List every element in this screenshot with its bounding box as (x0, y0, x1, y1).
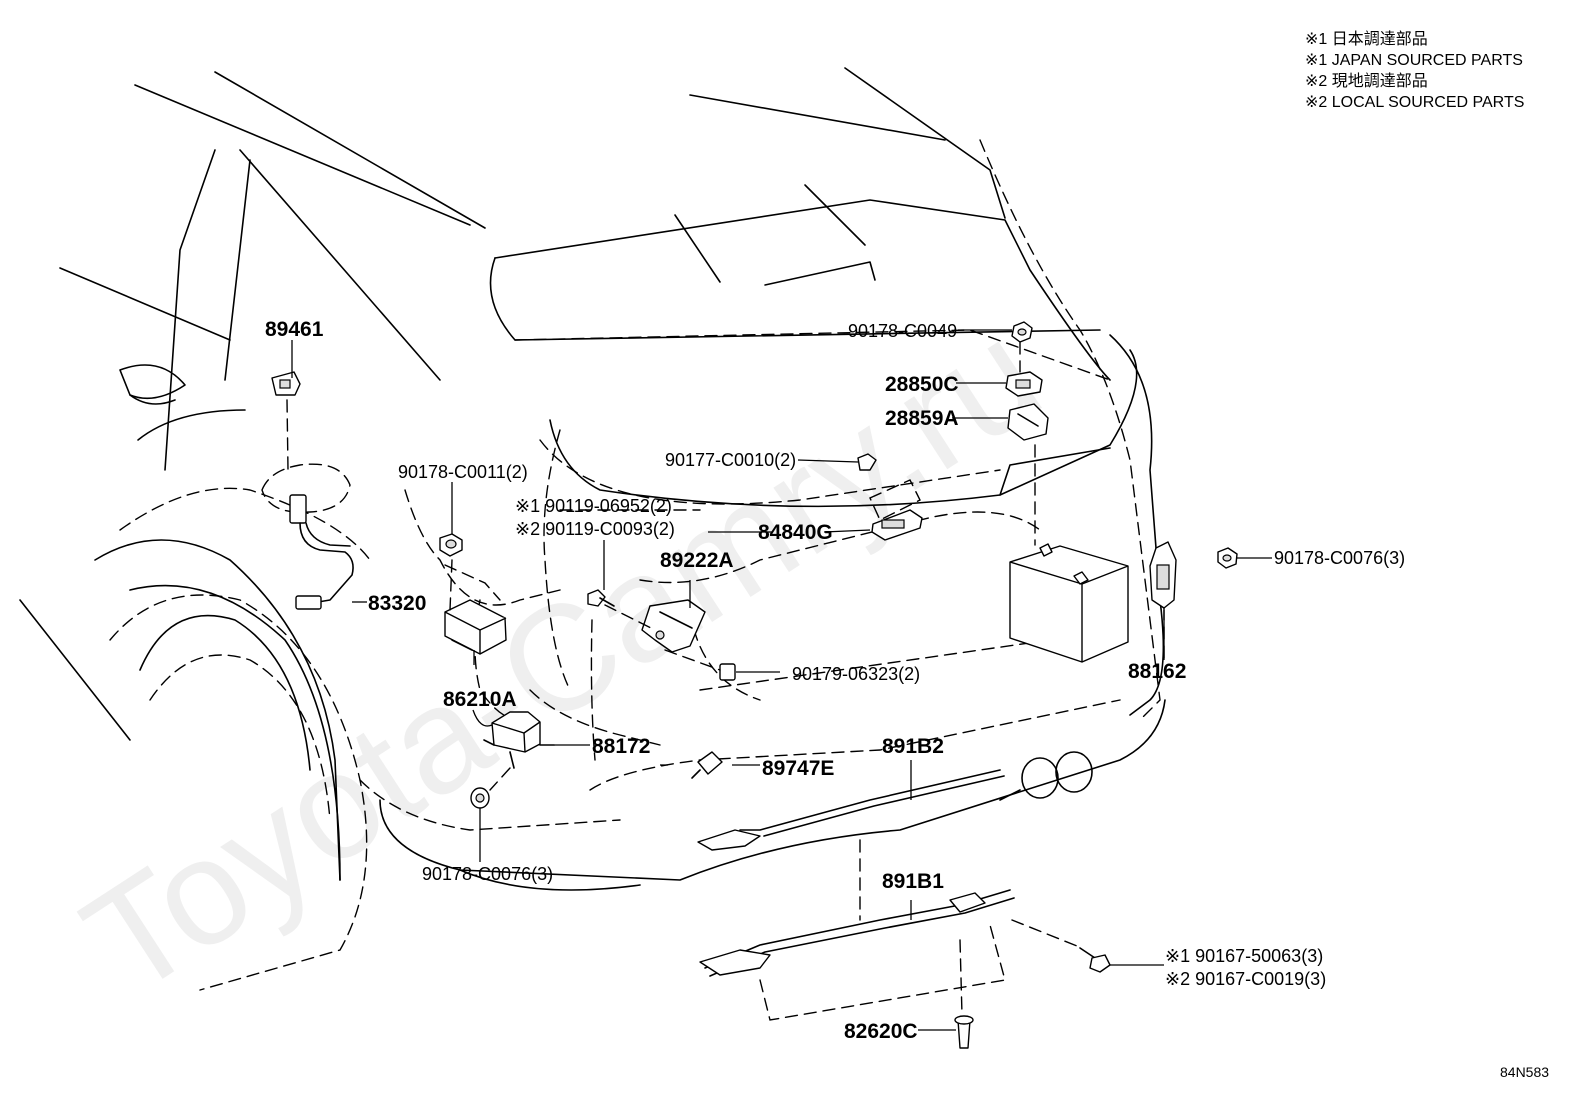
callout-90179-06323: 90179-06323(2) (792, 664, 920, 684)
callout-86210A: 86210A (443, 688, 517, 711)
callout-84840G: 84840G (758, 521, 833, 544)
callout-28850C: 28850C (885, 373, 959, 396)
part-86210A-module (444, 564, 507, 655)
callout-88172: 88172 (592, 735, 650, 758)
callout-89461: 89461 (265, 318, 324, 341)
part-90179-06323-nut (719, 663, 736, 681)
callout-90119-06952: ※1 90119-06952(2) (515, 496, 672, 516)
watermark: Toyota-Camry.ru (56, 288, 1068, 1027)
part-89747E-sensor (691, 751, 723, 779)
part-891B2-harness (697, 769, 1005, 851)
part-28859A-cover (1007, 403, 1049, 441)
callout-90167-C0019: ※2 90167-C0019(3) (1165, 969, 1326, 989)
part-90119-bolt (587, 589, 615, 607)
callout-88162: 88162 (1128, 660, 1186, 683)
legend-line-3: ※2 現地調達部品 (1305, 72, 1428, 90)
drawing-code: 84N583 (1500, 1064, 1549, 1080)
callout-90178-C0076-right: 90178-C0076(3) (1274, 548, 1405, 568)
part-84840G-switch (869, 479, 923, 541)
callout-891B1: 891B1 (882, 870, 944, 893)
part-89461-sensor (271, 371, 301, 471)
battery (1009, 444, 1129, 663)
callout-891B2: 891B2 (882, 735, 944, 758)
legend-line-4: ※2 LOCAL SOURCED PARTS (1305, 94, 1524, 111)
part-90177-C0010-nut (857, 453, 877, 471)
part-89222A-bracket (641, 599, 706, 653)
part-90167-bolt (1079, 947, 1111, 973)
callout-90119-C0093: ※2 90119-C0093(2) (515, 519, 675, 539)
callout-89747E: 89747E (762, 757, 834, 780)
part-82620C-clip (954, 1015, 974, 1049)
part-891B1-harness (699, 889, 1015, 1021)
part-90178-C0076-nut-right (1217, 547, 1238, 569)
callout-90178-C0076-left: 90178-C0076(3) (422, 864, 553, 884)
callout-83320: 83320 (368, 592, 426, 615)
callout-labels: 89461 83320 90178-C0011(2) ※1 90119-0695… (265, 318, 1405, 1043)
callout-90177-C0010: 90177-C0010(2) (665, 450, 796, 470)
callout-90167-50063: ※1 90167-50063(3) (1165, 946, 1323, 966)
callout-82620C: 82620C (844, 1020, 918, 1043)
part-88172-module (483, 711, 555, 769)
part-90178-C0011-nut (439, 533, 463, 557)
legend-line-2: ※1 JAPAN SOURCED PARTS (1305, 52, 1523, 69)
legend-line-1: ※1 日本調達部品 (1305, 30, 1428, 48)
part-83320-harness (261, 463, 354, 610)
callout-90178-C0011: 90178-C0011(2) (398, 462, 528, 482)
part-28850C-terminal (1005, 371, 1043, 397)
callout-90178-C0049: 90178-C0049 (848, 321, 957, 341)
part-88162-bracket (1149, 541, 1177, 609)
leader-lines (291, 329, 1272, 1031)
callout-89222A: 89222A (660, 549, 734, 572)
legend: ※1 日本調達部品 ※1 JAPAN SOURCED PARTS ※2 現地調達… (1305, 30, 1524, 111)
part-90178-C0049-nut (1011, 321, 1033, 343)
part-90178-C0076-nut-left (470, 787, 490, 809)
callout-28859A: 28859A (885, 407, 959, 430)
